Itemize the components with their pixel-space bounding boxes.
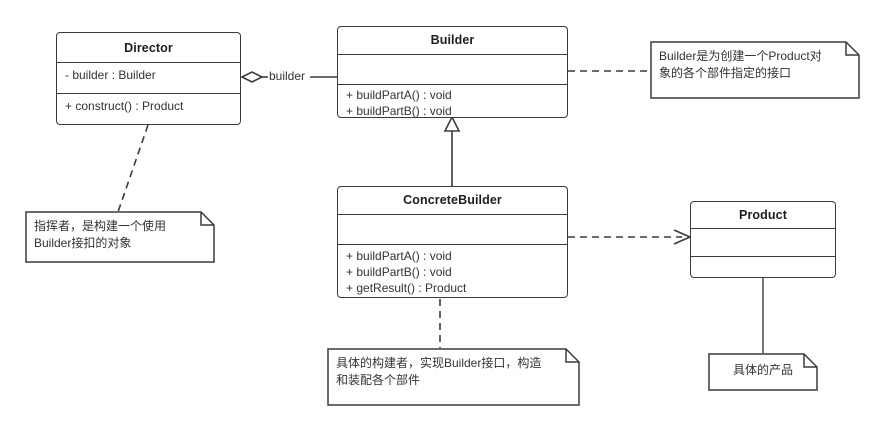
class-attributes-director: - builder : Builder — [57, 63, 240, 94]
class-operations-product — [691, 257, 835, 277]
attribute-item: - builder : Builder — [65, 68, 156, 83]
class-attributes-concretebuilder — [338, 215, 567, 245]
note-builder[interactable]: Builder是为创建一个Product对 象的各个部件指定的接口 — [650, 41, 860, 99]
generalization-concretebuilder-builder — [443, 115, 461, 186]
note-shape-icon — [25, 211, 215, 263]
note-product[interactable]: 具体的产品 — [708, 353, 818, 391]
class-title-builder: Builder — [338, 27, 567, 55]
open-arrowhead-icon — [673, 229, 692, 245]
operation-item: + buildPartA() : void — [346, 88, 452, 102]
aggregation-diamond-icon — [240, 71, 264, 83]
note-shape-icon — [708, 353, 818, 391]
class-box-product[interactable]: Product — [690, 201, 836, 278]
operation-item: + construct() : Product — [65, 98, 184, 113]
class-title-concretebuilder: ConcreteBuilder — [338, 187, 567, 215]
operation-item: + buildPartB() : void — [346, 265, 452, 279]
note-shape-icon — [650, 41, 860, 99]
note-builder-text: Builder是为创建一个Product对 象的各个部件指定的接口 — [659, 49, 822, 80]
class-title-director: Director — [57, 33, 240, 64]
note-concretebuilder-text: 具体的构建者，实现Builder接口，构造 和装配各个部件 — [336, 356, 542, 387]
class-attributes-product — [691, 229, 835, 257]
operation-item: + buildPartB() : void — [346, 104, 452, 118]
note-director[interactable]: 指挥者，是构建一个使用 Builder接扣的对象 — [25, 211, 215, 263]
aggregation-role-label: builder — [268, 69, 307, 83]
class-operations-builder: + buildPartA() : void + buildPartB() : v… — [338, 85, 567, 117]
note-anchor-director — [117, 124, 149, 213]
dependency-concretebuilder-product — [568, 229, 692, 245]
class-attributes-builder — [338, 55, 567, 85]
note-shape-icon — [327, 348, 580, 406]
generalization-triangle-icon — [443, 115, 461, 132]
class-operations-director: + construct() : Product — [57, 94, 240, 124]
class-box-director[interactable]: Director - builder : Builder + construct… — [56, 32, 241, 125]
class-title-product: Product — [691, 202, 835, 229]
operation-item: + getResult() : Product — [346, 281, 467, 295]
class-box-concretebuilder[interactable]: ConcreteBuilder + buildPartA() : void + … — [337, 186, 568, 298]
note-director-text: 指挥者，是构建一个使用 Builder接扣的对象 — [34, 219, 167, 250]
note-concretebuilder[interactable]: 具体的构建者，实现Builder接口，构造 和装配各个部件 — [327, 348, 580, 406]
note-product-text: 具体的产品 — [732, 363, 793, 377]
class-operations-concretebuilder: + buildPartA() : void + buildPartB() : v… — [338, 245, 567, 297]
operation-item: + buildPartA() : void — [346, 249, 452, 263]
class-box-builder[interactable]: Builder + buildPartA() : void + buildPar… — [337, 26, 568, 118]
